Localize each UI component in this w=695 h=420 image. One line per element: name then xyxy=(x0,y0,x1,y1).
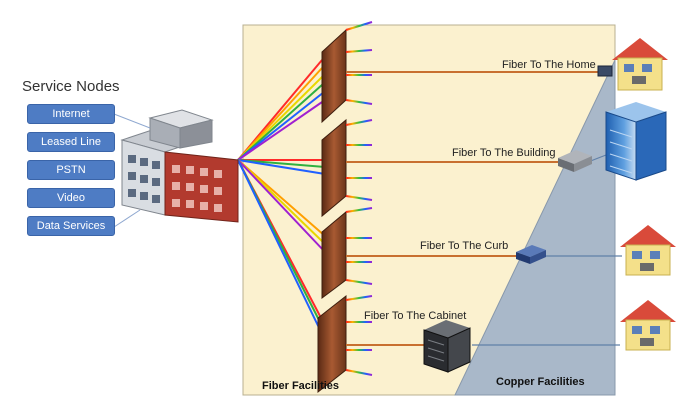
splitter-home xyxy=(321,21,600,124)
service-links xyxy=(113,113,151,228)
curb-node-icon xyxy=(516,245,546,264)
ont-device xyxy=(597,65,613,77)
fiber-facilities-label: Fiber Facilities xyxy=(262,380,340,392)
building-switch-icon xyxy=(558,150,592,172)
office-tower-icon xyxy=(605,102,667,181)
splitter-curb xyxy=(321,207,518,299)
feeder-fibers xyxy=(237,59,326,337)
service-node-video[interactable]: Video xyxy=(27,188,115,208)
splitter-cabinet xyxy=(317,294,425,394)
home-icon xyxy=(620,300,676,351)
copper-facilities-region xyxy=(454,59,616,396)
service-node-data-services[interactable]: Data Services xyxy=(27,216,115,236)
central-office-building xyxy=(120,109,239,223)
home-icon xyxy=(612,38,668,91)
home-icon xyxy=(620,225,676,276)
service-node-leased-line[interactable]: Leased Line xyxy=(27,132,115,152)
service-nodes-title: Service Nodes xyxy=(22,78,120,95)
label-fiber-to-the-home: Fiber To The Home xyxy=(502,59,596,71)
label-fiber-to-the-curb: Fiber To The Curb xyxy=(420,240,509,252)
service-node-internet[interactable]: Internet xyxy=(27,104,115,124)
cabinet-icon xyxy=(423,320,471,373)
label-fiber-to-the-building: Fiber To The Building xyxy=(452,147,556,159)
service-node-pstn[interactable]: PSTN xyxy=(27,160,115,180)
splitter-building xyxy=(321,118,560,218)
label-fiber-to-the-cabinet: Fiber To The Cabinet xyxy=(364,310,467,322)
copper-facilities-label: Copper Facilities xyxy=(496,376,585,388)
